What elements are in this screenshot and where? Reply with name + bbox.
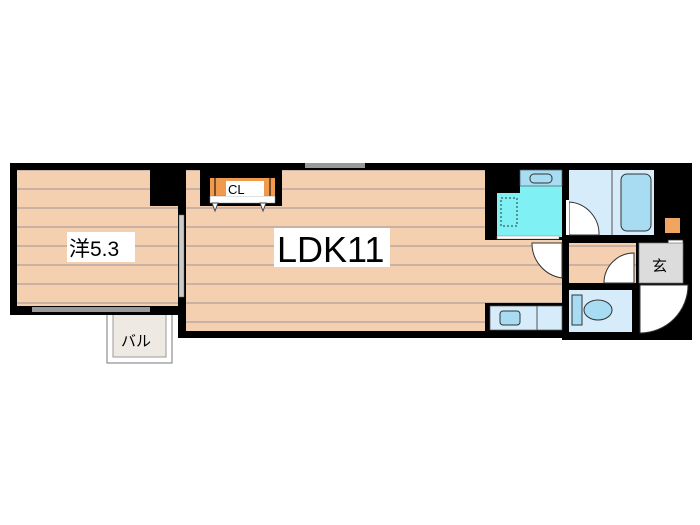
sliding-door [178,214,185,298]
window-ldk [305,163,365,168]
closet [209,178,276,213]
bathroom [566,170,654,236]
label-ldk: LDK11 [277,229,384,270]
shoe-box [665,218,680,233]
western-room [17,170,180,306]
balcony [106,312,173,364]
toilet-room [569,290,632,332]
label-balcony: バル [121,333,151,350]
label-entrance: 玄 [652,258,667,275]
label-closet: CL [228,182,245,197]
hallway [569,243,636,284]
label-western-room: 洋5.3 [69,238,119,261]
window-western [32,307,150,312]
kitchen [489,169,563,331]
entrance [638,242,689,334]
door-ldk [531,242,563,279]
